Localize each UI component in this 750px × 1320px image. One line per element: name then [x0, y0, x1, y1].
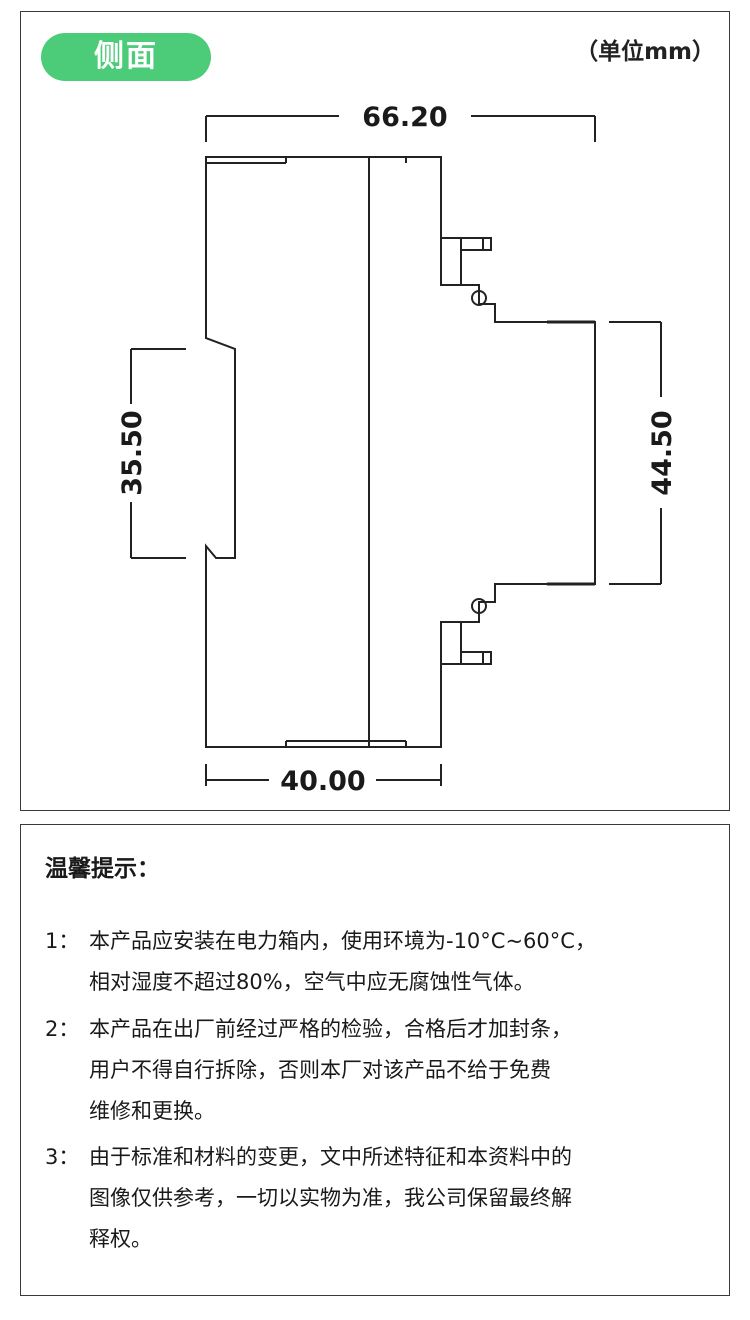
- tip-item-1: 1： 本产品应安装在电力箱内，使用环境为-10°C~60°C， 相对湿度不超过8…: [45, 921, 721, 1003]
- tip-number: 2：: [45, 1017, 80, 1041]
- lower-terminal: [460, 651, 492, 665]
- device-body-outline: [205, 156, 596, 748]
- tip-line: 图像仅供参考，一切以实物为准，我公司保留最终解: [89, 1186, 572, 1210]
- tip-number: 1：: [45, 929, 80, 953]
- tip-line: 用户不得自行拆除，否则本厂对该产品不给于免费: [89, 1058, 551, 1082]
- side-view-badge: 侧面: [41, 33, 211, 81]
- dimension-left-height: 35.50: [117, 410, 148, 495]
- tip-line: 释权。: [89, 1227, 152, 1251]
- tips-panel: 温馨提示： 1： 本产品应安装在电力箱内，使用环境为-10°C~60°C， 相对…: [20, 824, 730, 1296]
- dimension-bottom-width: 40.00: [280, 766, 365, 797]
- tip-line: 本产品在出厂前经过严格的检验，合格后才加封条，: [89, 1017, 572, 1041]
- tip-item-2: 2： 本产品在出厂前经过严格的检验，合格后才加封条， 用户不得自行拆除，否则本厂…: [45, 1009, 721, 1132]
- side-view-panel: 侧面 （单位mm）: [20, 11, 730, 811]
- dimension-top-width: 66.20: [362, 102, 447, 133]
- side-view-drawing: 66.20 40.00 35.50 44.50: [117, 102, 678, 797]
- tip-item-3: 3： 由于标准和材料的变更，文中所述特征和本资料中的 图像仅供参考，一切以实物为…: [45, 1137, 721, 1260]
- upper-screw-hole: [471, 290, 487, 306]
- dimension-right-height: 44.50: [647, 410, 678, 495]
- tip-line: 本产品应安装在电力箱内，使用环境为-10°C~60°C，: [89, 929, 596, 953]
- lower-screw-hole: [471, 598, 487, 614]
- upper-terminal: [460, 237, 492, 251]
- tip-line: 维修和更换。: [89, 1099, 215, 1123]
- tip-number: 3：: [45, 1145, 80, 1169]
- unit-label: （单位mm）: [575, 39, 715, 65]
- tips-title: 温馨提示：: [45, 856, 160, 882]
- tip-line: 由于标准和材料的变更，文中所述特征和本资料中的: [89, 1145, 572, 1169]
- tip-line: 相对湿度不超过80%，空气中应无腐蚀性气体。: [89, 970, 535, 994]
